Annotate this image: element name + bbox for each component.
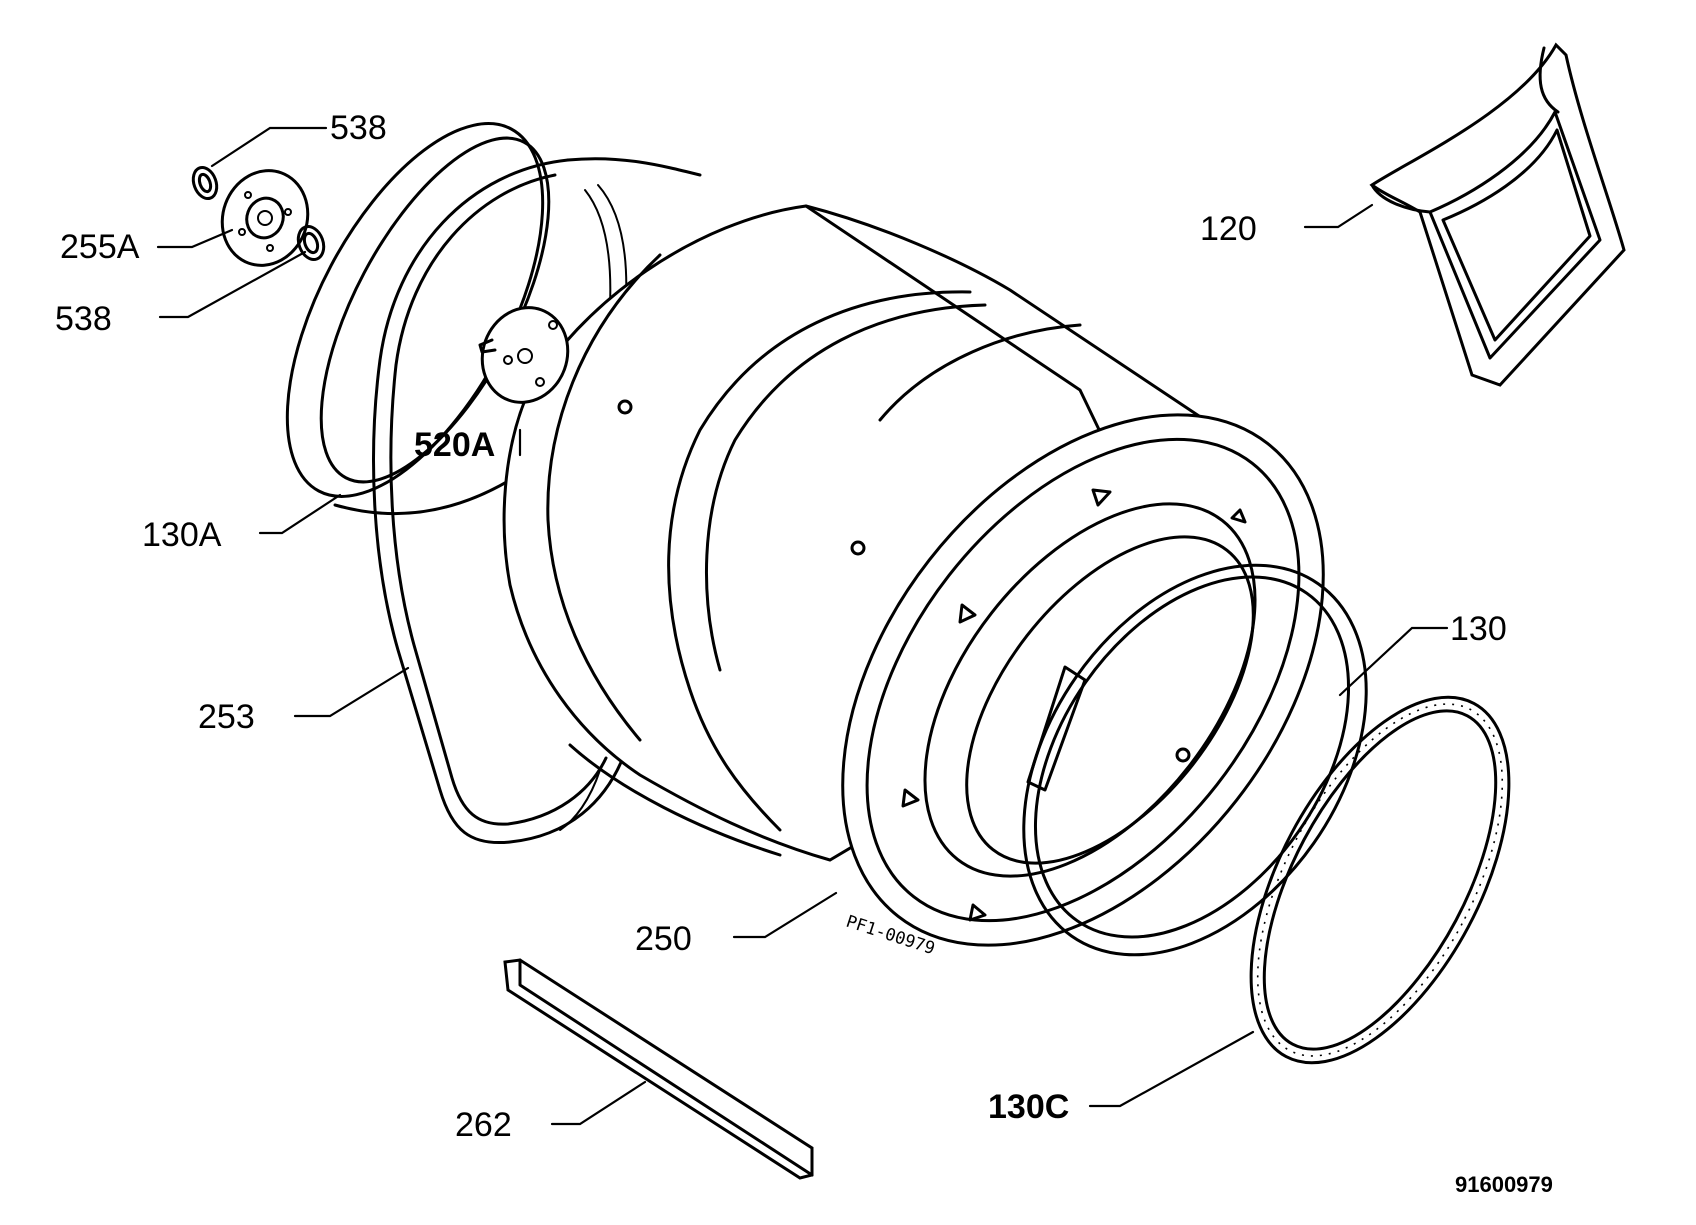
callout-130: 130: [1450, 610, 1507, 648]
part-262-baffle: [503, 958, 814, 1180]
part-538-washer-bottom: [296, 225, 326, 261]
callout-120: 120: [1200, 210, 1257, 248]
part-130c-front-seal: [1249, 695, 1511, 1065]
part-253-drive-belt: [372, 157, 702, 845]
callout-130a: 130A: [142, 516, 222, 554]
part-120-filter: [1369, 42, 1626, 387]
drawing-number: 91600979: [1455, 1172, 1553, 1197]
part-front-flange: [841, 413, 1325, 947]
callout-538-bottom: 538: [55, 300, 112, 338]
callout-255a: 255A: [60, 228, 140, 266]
callout-253: 253: [198, 698, 255, 736]
callout-130c: 130C: [988, 1088, 1069, 1126]
part-520a-bearing-plate: [478, 306, 570, 404]
part-538-washer-top: [191, 166, 219, 200]
callout-262: 262: [455, 1106, 512, 1144]
part-255a-hub: [220, 169, 310, 267]
callout-538-top: 538: [330, 109, 387, 147]
leader-lines: [156, 126, 1449, 1126]
callout-250: 250: [635, 920, 692, 958]
part-130-front-ring: [1022, 563, 1368, 957]
callout-520a: 520A: [414, 426, 495, 464]
